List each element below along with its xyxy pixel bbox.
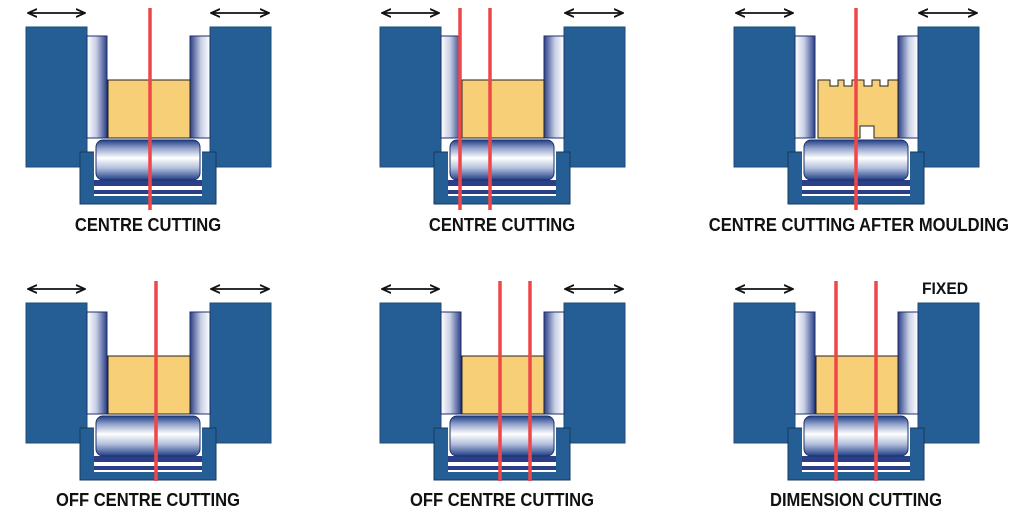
feed-roller xyxy=(95,139,201,181)
left-jaw xyxy=(733,26,796,168)
right-guide-post xyxy=(189,311,211,415)
cutting-panel-4 xyxy=(25,281,272,481)
conveyor-belt xyxy=(802,456,910,462)
workpiece xyxy=(815,355,899,415)
right-jaw xyxy=(563,26,626,168)
conveyor-belt-lower xyxy=(94,466,202,470)
left-guide-post xyxy=(440,35,462,139)
conveyor-belt-lower xyxy=(448,466,556,470)
workpiece xyxy=(107,355,191,415)
panel-caption: CENTRE CUTTING xyxy=(74,215,222,235)
left-jaw xyxy=(733,302,796,444)
cutting-panel-2 xyxy=(379,8,626,210)
left-jaw xyxy=(379,26,442,168)
conveyor-belt xyxy=(448,456,556,462)
left-jaw xyxy=(25,302,88,444)
panel-caption: OFF CENTRE CUTTING xyxy=(56,490,241,510)
cutting-panel-5 xyxy=(379,281,626,481)
workpiece xyxy=(461,79,545,139)
conveyor-belt xyxy=(94,456,202,462)
panel-caption: CENTRE CUTTING xyxy=(428,215,576,235)
fixed-jaw-label: FIXED xyxy=(922,279,969,298)
right-jaw xyxy=(209,26,272,168)
cutting-panel-6 xyxy=(733,281,980,481)
feed-roller xyxy=(803,415,909,457)
conveyor-belt xyxy=(94,180,202,186)
left-guide-post xyxy=(794,311,816,415)
left-guide-post xyxy=(794,35,816,139)
right-guide-post xyxy=(897,311,919,415)
right-jaw xyxy=(917,26,980,168)
left-guide-post xyxy=(86,311,108,415)
panel-caption: OFF CENTRE CUTTING xyxy=(410,490,594,510)
right-guide-post xyxy=(543,35,565,139)
cutting-panel-3 xyxy=(733,8,980,210)
right-guide-post xyxy=(543,311,565,415)
right-guide-post xyxy=(897,35,919,139)
conveyor-belt-lower xyxy=(94,190,202,194)
left-guide-post xyxy=(440,311,462,415)
right-guide-post xyxy=(189,35,211,139)
right-jaw xyxy=(209,302,272,444)
conveyor-belt-lower xyxy=(448,190,556,194)
feed-roller xyxy=(449,139,555,181)
feed-roller xyxy=(449,415,555,457)
feed-roller xyxy=(95,415,201,457)
right-jaw xyxy=(563,302,626,444)
conveyor-belt-lower xyxy=(802,466,910,470)
conveyor-belt xyxy=(448,180,556,186)
panel-caption: DIMENSION CUTTING xyxy=(769,490,943,510)
panel-caption: CENTRE CUTTING AFTER MOULDING xyxy=(708,215,1010,235)
cutting-panel-1 xyxy=(25,8,272,210)
left-guide-post xyxy=(86,35,108,139)
left-jaw xyxy=(379,302,442,444)
moulded-workpiece xyxy=(817,79,899,139)
right-jaw xyxy=(917,302,980,444)
left-jaw xyxy=(25,26,88,168)
